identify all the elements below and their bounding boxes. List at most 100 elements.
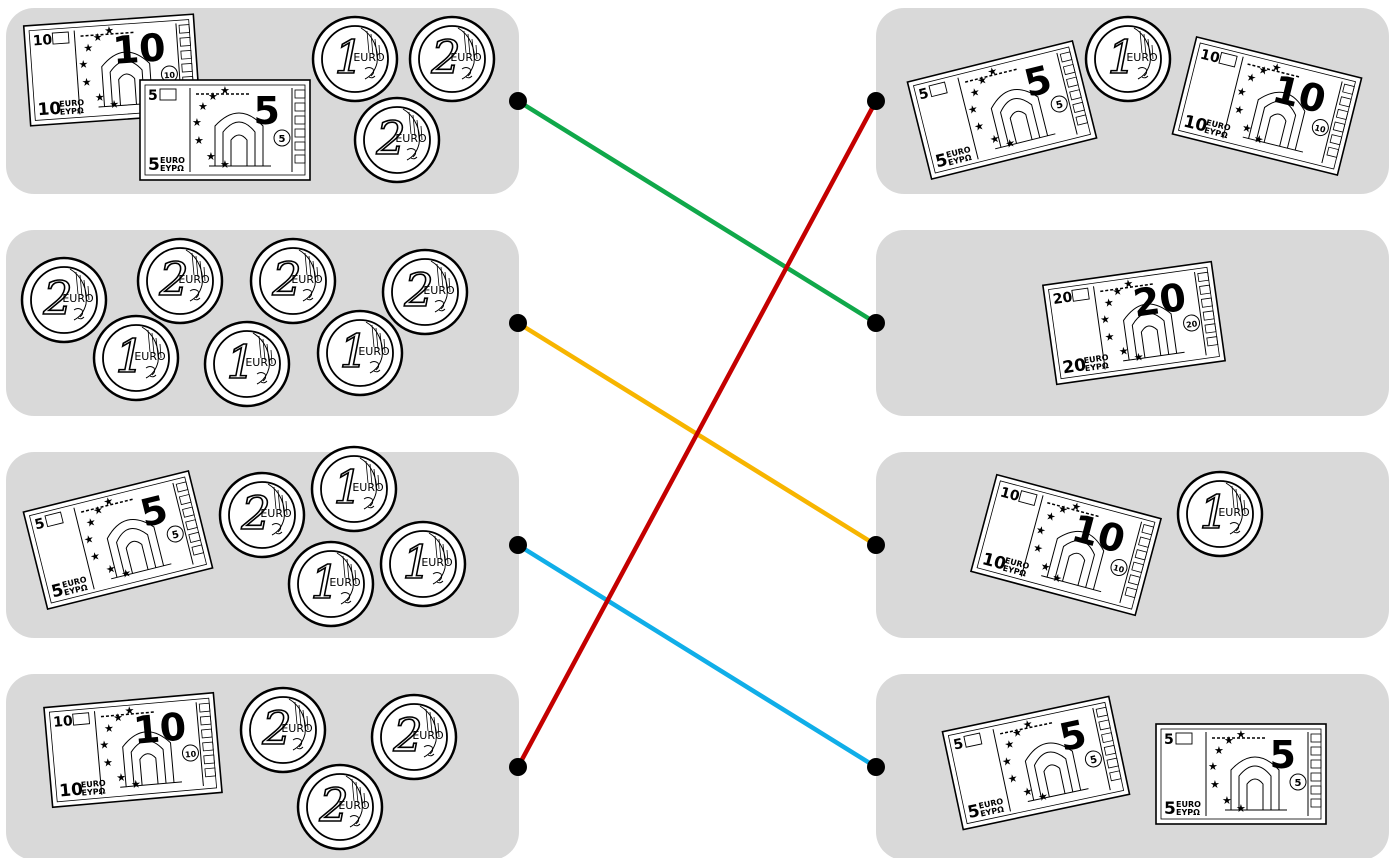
svg-text:2: 2 (261, 701, 291, 755)
svg-text:EURO: EURO (281, 722, 313, 735)
svg-text:10: 10 (1314, 123, 1327, 135)
right-dot-3[interactable] (867, 536, 885, 554)
svg-text:1: 1 (115, 329, 144, 383)
svg-text:10: 10 (111, 25, 167, 73)
svg-text:EURO: EURO (412, 729, 444, 742)
svg-text:ΕΥΡΩ: ΕΥΡΩ (1176, 808, 1200, 817)
svg-text:20: 20 (1130, 275, 1188, 326)
svg-text:5: 5 (966, 801, 982, 823)
svg-text:ΕΥΡΩ: ΕΥΡΩ (60, 106, 85, 117)
svg-text:20: 20 (1052, 289, 1074, 308)
svg-text:1: 1 (333, 460, 362, 514)
svg-text:5: 5 (933, 150, 949, 172)
svg-text:EURO: EURO (353, 51, 385, 64)
svg-text:5: 5 (49, 580, 65, 602)
svg-text:ΕΥΡΩ: ΕΥΡΩ (160, 164, 184, 173)
svg-text:1: 1 (334, 30, 363, 84)
svg-text:EURO: EURO (80, 779, 106, 790)
svg-text:2: 2 (375, 111, 405, 165)
svg-text:5: 5 (148, 155, 160, 175)
svg-text:5: 5 (1295, 778, 1302, 789)
svg-text:EURO: EURO (450, 51, 482, 64)
left-dot-4[interactable] (509, 758, 527, 776)
svg-text:5: 5 (254, 89, 280, 133)
svg-text:ΕΥΡΩ: ΕΥΡΩ (1084, 361, 1109, 373)
svg-text:10: 10 (32, 32, 53, 49)
svg-text:20: 20 (1061, 355, 1087, 378)
svg-text:EURO: EURO (352, 481, 384, 494)
svg-text:2: 2 (271, 252, 301, 306)
svg-text:EURO: EURO (134, 350, 166, 363)
svg-text:EURO: EURO (1126, 51, 1158, 64)
svg-text:EURO: EURO (160, 156, 185, 165)
svg-text:5: 5 (1164, 732, 1174, 748)
svg-text:10: 10 (1112, 563, 1126, 575)
svg-text:10: 10 (1199, 47, 1222, 67)
svg-text:20: 20 (1186, 319, 1199, 330)
svg-text:1: 1 (310, 555, 339, 609)
svg-text:5: 5 (148, 88, 158, 104)
svg-text:10: 10 (185, 749, 197, 759)
svg-text:1: 1 (226, 335, 255, 389)
left-dot-1[interactable] (509, 92, 527, 110)
svg-text:1: 1 (339, 324, 368, 378)
svg-text:EURO: EURO (423, 284, 455, 297)
svg-text:5: 5 (917, 86, 930, 104)
svg-text:10: 10 (998, 485, 1021, 506)
svg-text:EURO: EURO (329, 576, 361, 589)
svg-text:5: 5 (1089, 754, 1098, 766)
svg-text:5: 5 (279, 134, 286, 145)
svg-text:1: 1 (1107, 30, 1136, 84)
svg-text:2: 2 (42, 271, 72, 325)
svg-text:5: 5 (1055, 99, 1064, 111)
left-dot-2[interactable] (509, 314, 527, 332)
svg-text:EURO: EURO (178, 273, 210, 286)
svg-text:5: 5 (1164, 799, 1176, 819)
left-dot-3[interactable] (509, 536, 527, 554)
svg-text:2: 2 (240, 486, 270, 540)
svg-text:2: 2 (430, 30, 460, 84)
svg-text:2: 2 (158, 252, 188, 306)
svg-text:5: 5 (171, 529, 180, 541)
svg-text:EURO: EURO (1176, 800, 1201, 809)
right-dot-4[interactable] (867, 758, 885, 776)
svg-text:EURO: EURO (59, 98, 85, 109)
svg-text:10: 10 (53, 713, 74, 731)
svg-text:1: 1 (402, 535, 431, 589)
svg-text:10: 10 (164, 71, 176, 81)
svg-text:ΕΥΡΩ: ΕΥΡΩ (81, 787, 106, 798)
svg-text:EURO: EURO (421, 556, 453, 569)
connection-line-L1-R2 (515, 98, 879, 326)
svg-text:2: 2 (403, 263, 433, 317)
right-dot-1[interactable] (867, 92, 885, 110)
right-dot-2[interactable] (867, 314, 885, 332)
svg-text:EURO: EURO (358, 345, 390, 358)
svg-text:5: 5 (1270, 733, 1296, 777)
